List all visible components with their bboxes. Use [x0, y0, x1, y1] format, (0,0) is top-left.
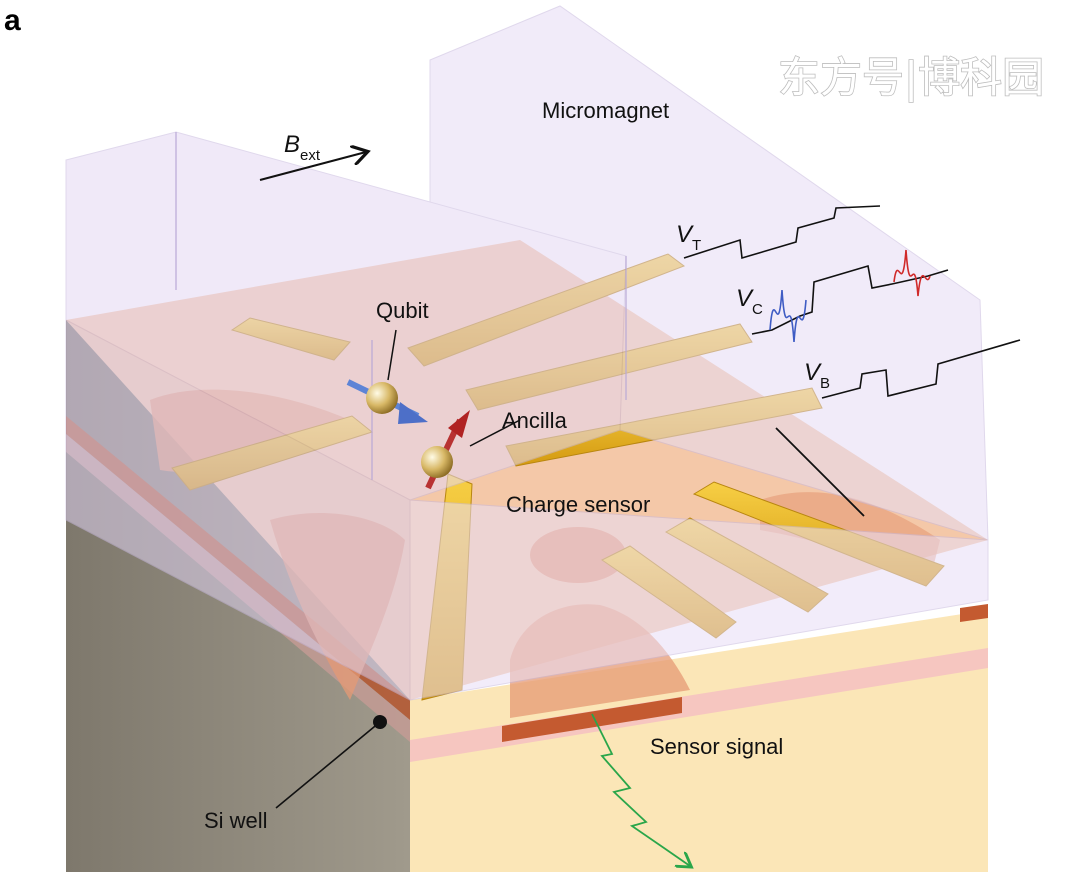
qubit-spin	[346, 379, 428, 424]
sensor-signal-label: Sensor signal	[650, 734, 783, 759]
bext-label: B	[284, 131, 300, 158]
panel-label: a	[4, 4, 21, 37]
vt-sub: T	[692, 237, 701, 254]
bext-sub: ext	[300, 147, 321, 164]
ancilla-leader	[469, 419, 521, 447]
vc-label: V	[736, 285, 754, 312]
qubit-label: Qubit	[376, 298, 429, 323]
vb-pulse-trace	[821, 339, 1021, 399]
vt-pulse-trace	[683, 205, 881, 260]
si-well-stripe-front	[502, 697, 682, 742]
watermark: 东方号|博科园	[778, 53, 1044, 102]
ancilla-label: Ancilla	[502, 408, 568, 433]
vc-sub: C	[752, 301, 763, 318]
micromagnet-block	[65, 5, 989, 701]
sensor-leader	[775, 427, 865, 517]
ancilla-spin	[421, 410, 470, 490]
vb-label: V	[804, 359, 822, 386]
si-well-label: Si well	[204, 808, 268, 833]
vt-label: V	[676, 221, 694, 248]
qubit-leader	[387, 329, 397, 381]
si-well-leader	[275, 721, 381, 809]
sensor-signal-wave	[591, 713, 690, 866]
si-well-marker	[373, 715, 387, 729]
micromagnet-label: Micromagnet	[542, 98, 669, 123]
vc-red-burst	[893, 249, 931, 297]
vc-pulse-trace	[751, 264, 949, 335]
bext-arrow	[259, 152, 366, 181]
vb-sub: B	[820, 375, 830, 392]
si-well-stripe-front-right	[960, 604, 988, 622]
vc-blue-burst	[769, 289, 807, 343]
charge-sensor-label: Charge sensor	[506, 492, 650, 517]
